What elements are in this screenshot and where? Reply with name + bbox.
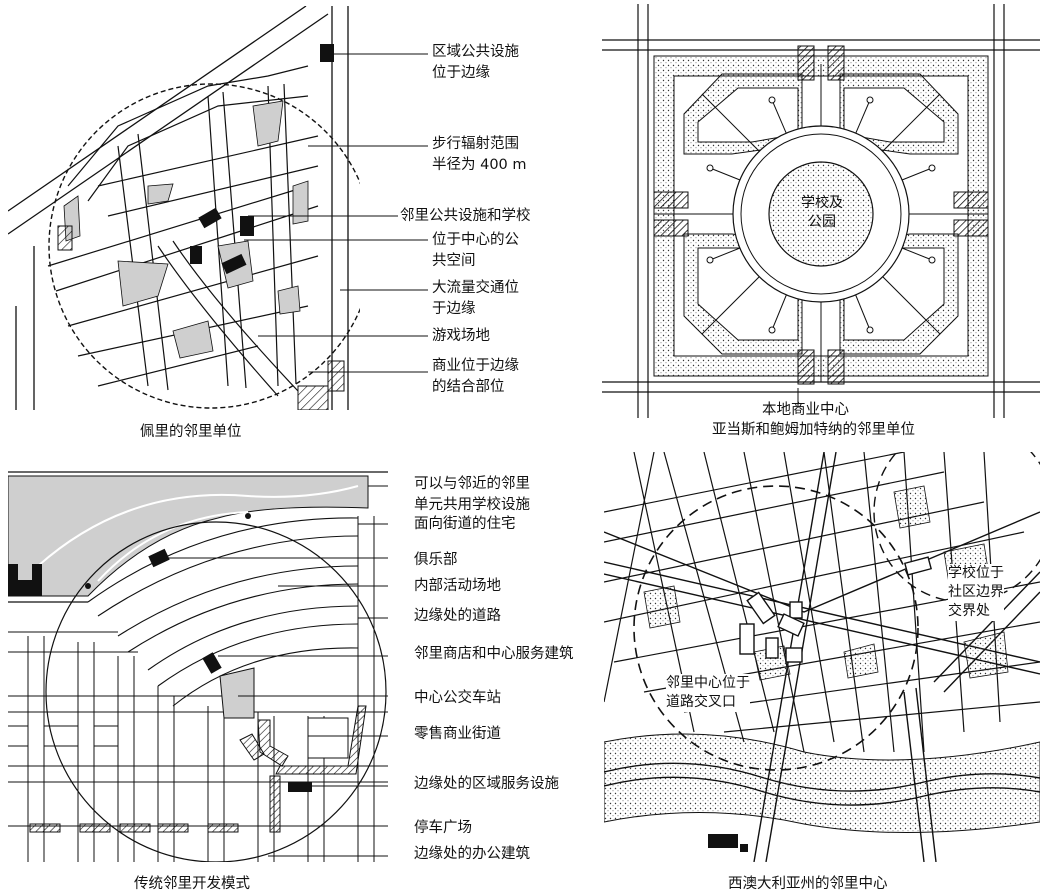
trad-label-club: 俱乐部 [414,552,458,568]
trad-label-inner-activity: 内部活动场地 [414,578,501,594]
adams-caption-local-commerce: 本地商业中心 [762,402,849,418]
wa-diagram [604,452,1040,862]
perry-label-facilities-school: 邻里公共设施和学校 [400,208,531,224]
trad-label-office: 边缘处的办公建筑 [414,846,530,862]
trad-label-edge-road: 边缘处的道路 [414,608,501,624]
trad-label-shops-services: 邻里商店和中心服务建筑 [414,646,574,662]
perry-caption: 佩里的邻里单位 [140,424,242,440]
perry-label-central-public-space: 位于中心的公 共空间 [432,232,519,269]
trad-label-street-houses: 面向街道的住宅 [414,516,516,532]
perry-label-playground: 游戏场地 [432,328,490,344]
trad-label-bus-station: 中心公交车站 [414,690,501,706]
wa-label-center-intersection: 邻里中心位于 道路交叉口 [666,674,750,712]
perry-leaders [360,53,428,373]
perry-label-commerce-edge: 商业位于边缘 的结合部位 [432,358,519,395]
perry-label-traffic-edge: 大流量交通位 于边缘 [432,280,519,317]
perry-label-regional-facilities: 区域公共设施 位于边缘 [432,44,519,81]
trad-label-parking: 停车广场 [414,820,472,836]
traditional-caption: 传统邻里开发模式 [134,876,250,892]
trad-label-shared-school: 可以与邻近的邻里 单元共用学校设施 [414,476,530,513]
adams-caption: 亚当斯和鲍姆加特纳的邻里单位 [712,422,915,438]
perry-diagram [8,6,360,410]
trad-label-retail-street: 零售商业街道 [414,726,501,742]
adams-diagram [602,4,1040,418]
perry-label-walking-radius: 步行辐射范围 半径为 400 m [432,136,527,173]
trad-label-regional-services: 边缘处的区域服务设施 [414,776,559,792]
traditional-diagram [8,456,388,862]
wa-label-school-boundary: 学校位于 社区边界 交界处 [948,564,1004,621]
wa-caption: 西澳大利亚州的邻里中心 [728,876,888,892]
adams-center-label: 学校及 公园 [801,195,843,230]
